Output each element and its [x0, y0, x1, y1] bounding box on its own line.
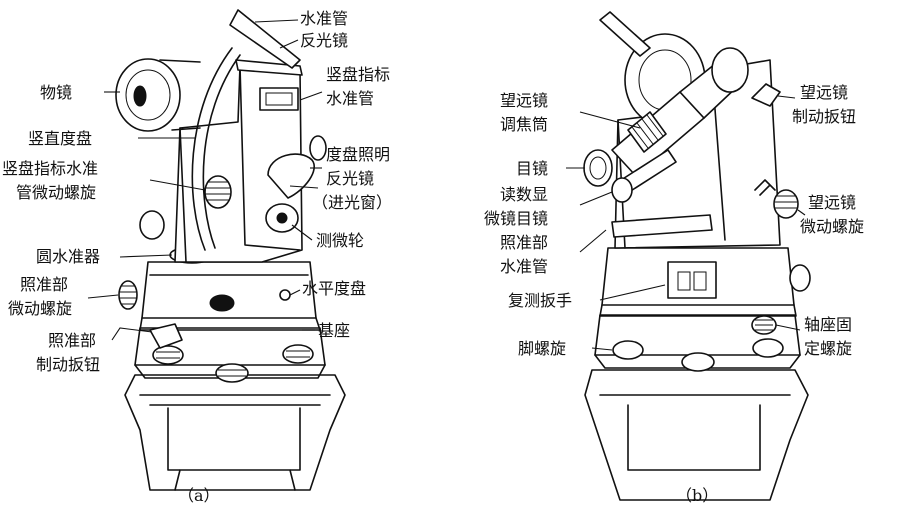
- axis-screw-b: [751, 315, 777, 335]
- foot-screws-a: [152, 344, 314, 383]
- tripod-head-b: [584, 369, 809, 501]
- label-horizontal-circle: 水平度盘: [302, 279, 367, 298]
- label-telescope-clamp-line2: 制动扳钮: [792, 107, 857, 126]
- label-telescope-micro-line2: 微动螺旋: [800, 217, 865, 236]
- reading-eyepiece-b: [611, 149, 677, 203]
- caption-b: （b）: [676, 486, 719, 505]
- label-water-tube-a: 水准管: [300, 9, 349, 28]
- tripod-detail-a: [139, 394, 331, 491]
- label-objective-lens: 物镜: [40, 83, 73, 102]
- label-reading-eyepiece-line1: 读数显: [500, 185, 549, 204]
- label-focus-line1: 望远镜: [500, 91, 549, 110]
- label-alidade-tube-line2: 水准管: [500, 257, 549, 276]
- label-alidade-micro-line1: 照准部: [20, 275, 69, 294]
- alidade-clamp-a: [149, 323, 183, 349]
- alidade-micro-screw-a: [118, 280, 138, 310]
- theodolite-a-drawing: [115, 9, 346, 491]
- label-vertical-index-tube-line2: 水准管: [326, 89, 375, 108]
- label-reading-eyepiece-line2: 微镜目镜: [484, 209, 549, 228]
- label-illumination-line1: 度盘照明: [326, 145, 391, 164]
- alidade-level-tube-b: [611, 214, 713, 238]
- label-alidade-clamp-line1: 照准部: [48, 331, 97, 350]
- label-micrometer-wheel: 测微轮: [316, 231, 365, 250]
- tripod-head-a: [124, 374, 346, 491]
- foot-screws-b: [612, 338, 784, 372]
- label-base: 基座: [318, 321, 351, 340]
- caption-a: （a）: [178, 486, 220, 505]
- micrometer-wheel-a: [265, 203, 299, 233]
- leaders-a: [87, 19, 323, 341]
- label-telescope-clamp-line1: 望远镜: [800, 83, 849, 102]
- label-index-micro-line2: 管微动螺旋: [16, 183, 97, 202]
- telescope-micro-screw-b: [773, 189, 799, 219]
- reflector-plate-a: [229, 9, 301, 69]
- vertical-circle-a: [191, 47, 241, 251]
- alidade-housing-edges-a: [139, 274, 321, 331]
- label-index-micro-line1: 竖盘指标水准: [2, 159, 99, 178]
- index-micro-screw-a: [204, 175, 232, 209]
- label-telescope-micro-line1: 望远镜: [808, 193, 857, 212]
- eyepiece-b: [583, 149, 613, 187]
- label-eyepiece: 目镜: [516, 159, 549, 178]
- label-alidade-clamp-line2: 制动扳钮: [36, 355, 101, 374]
- horizontal-circle-window-a: [209, 294, 235, 312]
- label-repeat-wrench: 复测扳手: [508, 291, 573, 310]
- label-axis-screw-line1: 轴座固: [804, 315, 853, 334]
- label-axis-screw-line2: 定螺旋: [804, 339, 853, 358]
- focus-sleeve-b: [627, 111, 667, 153]
- label-alidade-tube-line1: 照准部: [500, 233, 549, 252]
- label-reflector-a: 反光镜: [300, 31, 349, 50]
- label-circular-level: 圆水准器: [36, 247, 101, 266]
- label-focus-line2: 调焦筒: [500, 115, 549, 134]
- objective-lens-a: [115, 58, 201, 132]
- label-illumination-line2: 反光镜: [326, 169, 375, 188]
- label-illumination-line3: （进光窗）: [312, 193, 393, 212]
- label-alidade-micro-line2: 微动螺旋: [8, 299, 73, 318]
- theodolite-b-drawing: [583, 11, 811, 501]
- label-vertical-circle: 竖直度盘: [28, 129, 93, 148]
- label-foot-screw: 脚螺旋: [518, 339, 567, 358]
- leaders-b: [566, 95, 806, 351]
- label-vertical-index-tube-line1: 竖盘指标: [326, 65, 391, 84]
- tube-level-a: [235, 59, 303, 76]
- repeat-wrench-plate-b: [667, 261, 717, 299]
- telescope-clamp-b: [751, 83, 781, 107]
